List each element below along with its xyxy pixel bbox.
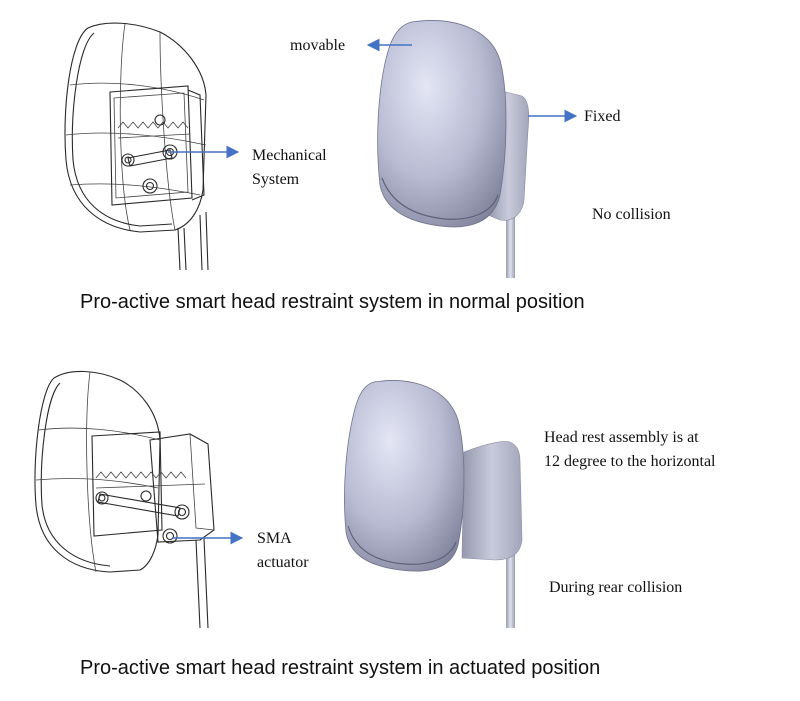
sma-actuator-label-line1: SMA [257, 530, 292, 547]
angle-note-line1: Head rest assembly is at [544, 429, 699, 446]
movable-label: movable [290, 37, 345, 54]
bottom-solid-headrest [344, 381, 522, 628]
mechanical-system-label-line1: Mechanical [252, 147, 327, 164]
angle-note-line2: 12 degree to the horizontal [544, 453, 716, 470]
top-caption: Pro-active smart head restraint system i… [80, 291, 585, 313]
top-wireframe-headrest [65, 23, 208, 270]
no-collision-label: No collision [592, 206, 671, 223]
rear-collision-label: During rear collision [549, 579, 682, 596]
bottom-wireframe-headrest [35, 371, 214, 628]
mechanical-system-label-line2: System [252, 171, 300, 188]
fixed-label: Fixed [584, 108, 620, 125]
top-solid-headrest [378, 21, 529, 278]
sma-actuator-label-line2: actuator [257, 554, 309, 571]
bottom-caption: Pro-active smart head restraint system i… [80, 657, 600, 679]
